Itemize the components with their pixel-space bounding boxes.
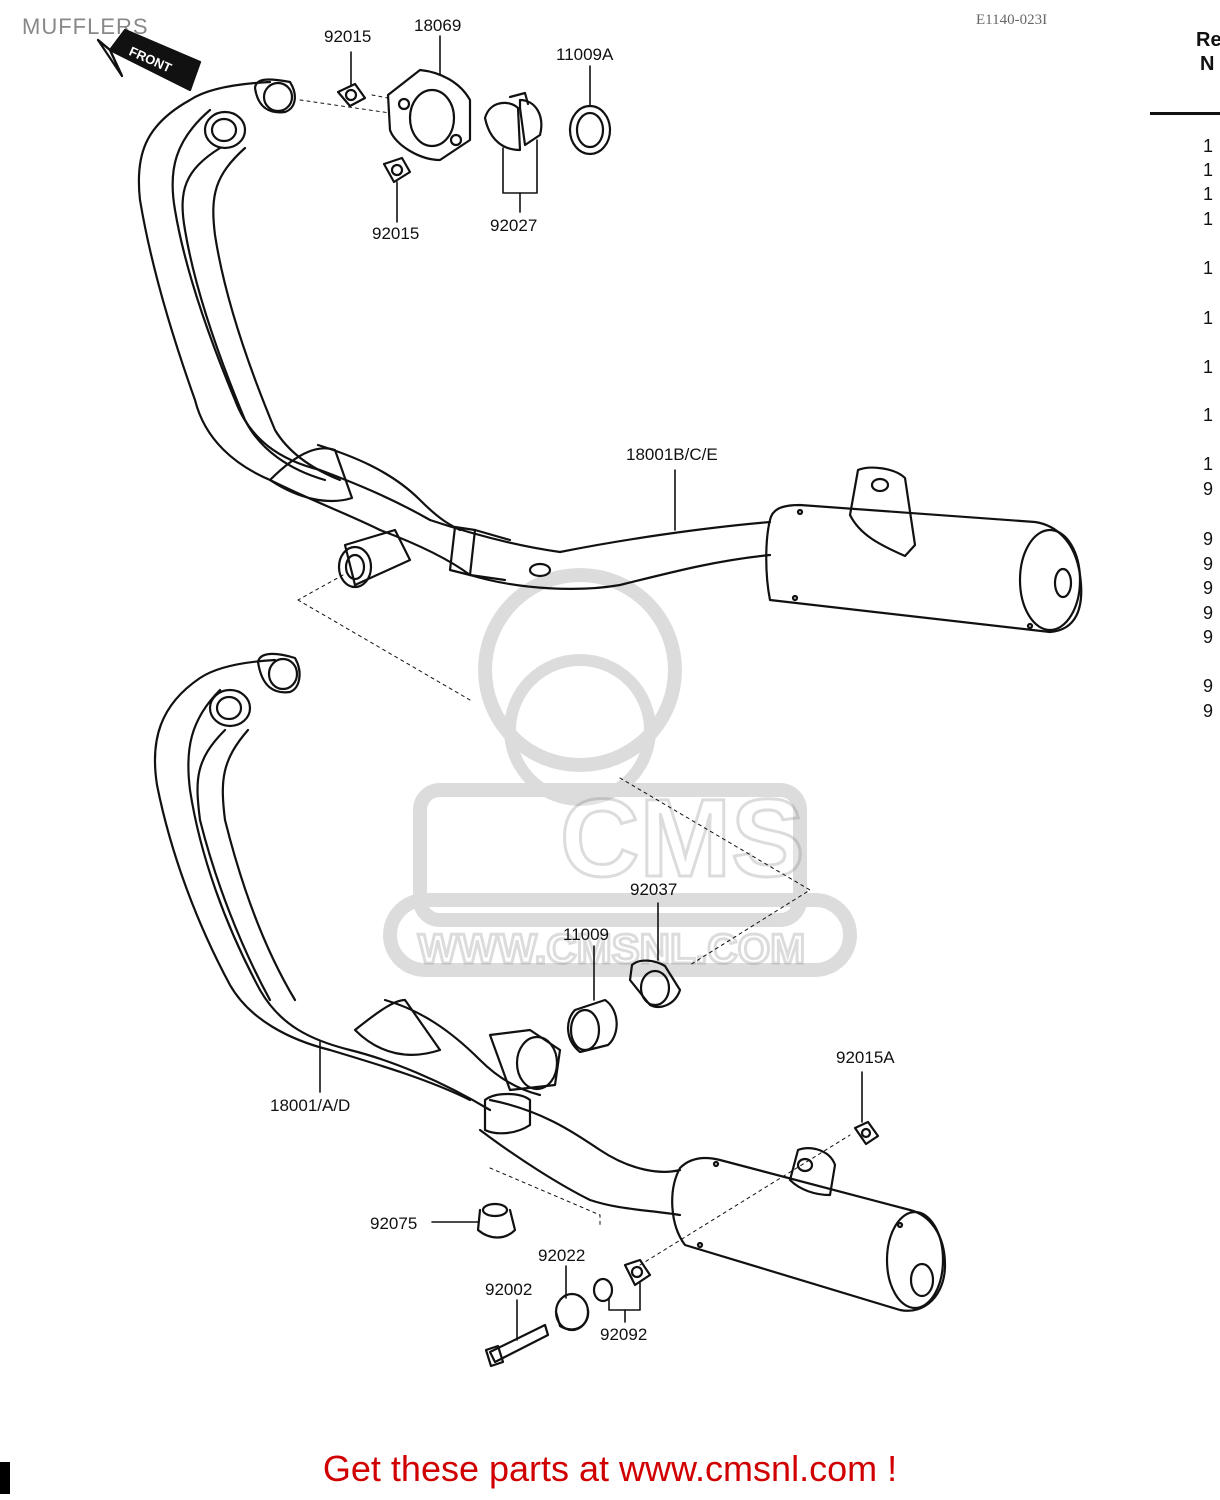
ref-cell: 1 [1203,308,1214,328]
ref-cell: 9 [1203,701,1214,721]
part-label-92092: 92092 [600,1325,648,1344]
nut-92015A-icon [853,1120,880,1146]
ref-cell: 1 [1203,184,1214,204]
ref-cell: 1 [1203,209,1214,229]
ref-cell: 1 [1203,454,1214,474]
clamp-92037-icon [628,959,682,1008]
ref-cell: 9 [1203,479,1214,499]
nut-92015-top-icon [336,82,367,108]
ref-no-header: Re N [1196,29,1220,75]
gasket-11009-icon [567,998,618,1054]
ref-cell: 1 [1203,160,1214,180]
cms-watermark-logo [383,568,857,977]
ref-cell: 9 [1203,578,1214,598]
ref-cell: 1 [1203,136,1214,156]
part-label-92022: 92022 [538,1246,586,1265]
part-label-92037: 92037 [630,880,678,899]
diagram-code: E1140-023I [976,12,1048,28]
part-label-92002: 92002 [485,1280,533,1299]
lower-exhaust-pipe [153,652,947,1312]
bolt-92002-icon [484,1323,550,1368]
split-collar-92027-icon [483,91,543,152]
leader-lines [319,35,863,1341]
part-label-92015-bottom: 92015 [372,224,420,243]
washer-92022-icon [554,1292,590,1332]
alignment-lines [297,94,851,1266]
part-label-18069: 18069 [414,16,462,35]
part-label-92075: 92075 [370,1214,418,1233]
watermark-url: WWW.CMSNL.COM [416,924,806,974]
part-label-11009A: 11009A [556,45,614,64]
part-label-18001BCE: 18001B/C/E [626,445,718,464]
ref-cell: 9 [1203,603,1214,623]
ref-cell: 9 [1203,676,1214,696]
ref-cell: 9 [1203,529,1214,549]
corner-mark [0,1462,10,1494]
rubber-92075-icon [476,1202,517,1239]
ref-cell: 1 [1203,258,1214,278]
ref-table-rule [1150,112,1220,115]
gasket-11009A-icon [568,104,612,156]
cta-link[interactable]: Get these parts at www.cmsnl.com ! [322,1448,898,1489]
part-label-92027: 92027 [490,216,538,235]
watermark-logo-text: CMS [558,776,805,902]
front-arrow-icon [96,28,202,92]
upper-exhaust-pipe [137,78,1083,634]
ref-cell: 9 [1203,627,1214,647]
ref-cell: 1 [1203,357,1214,377]
part-label-11009: 11009 [563,925,610,944]
ref-cell: 1 [1203,405,1214,425]
flange-18069-icon [386,68,472,162]
part-label-92015A: 92015A [836,1048,895,1067]
ref-cell: 9 [1203,554,1214,574]
part-label-18001AD: 18001/A/D [270,1096,351,1115]
part-label-92015-top: 92015 [324,27,372,46]
collar-92092-icon [592,1258,652,1303]
nut-92015-bottom-icon [382,156,412,184]
